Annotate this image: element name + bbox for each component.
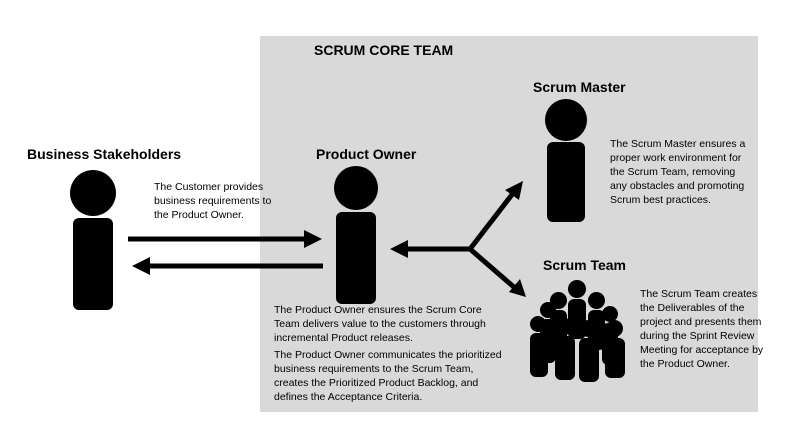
stakeholders-description: The Customer provides business requireme… <box>154 181 272 221</box>
scrum-master-title: Scrum Master <box>533 79 626 95</box>
arrow-fork-to-scrum-team-head <box>509 279 526 297</box>
scrum-team-title: Scrum Team <box>543 257 626 273</box>
arrow-to-stakeholders-head <box>132 257 150 275</box>
core-team-title: SCRUM CORE TEAM <box>314 42 454 58</box>
stakeholders-title: Business Stakeholders <box>27 146 182 162</box>
product-owner-title: Product Owner <box>316 146 417 162</box>
scrum-team-figures <box>530 280 625 382</box>
arrow-fork-to-scrum-master-head <box>505 181 523 200</box>
scrum-master-description: The Scrum Master ensures a proper work e… <box>610 138 746 206</box>
product-owner-description-1: The Product Owner ensures the Scrum Core… <box>274 304 486 344</box>
arrow-fork-to-product-owner-head <box>390 240 408 258</box>
scrum-team-description: The Scrum Team creates the Deliverables … <box>640 288 764 370</box>
arrow-fork-to-scrum-team <box>468 247 517 290</box>
arrow-fork-to-scrum-master <box>468 190 516 251</box>
arrow-to-product-owner-head <box>304 230 322 248</box>
product-owner-description-2: The Product Owner communicates the prior… <box>274 349 502 403</box>
